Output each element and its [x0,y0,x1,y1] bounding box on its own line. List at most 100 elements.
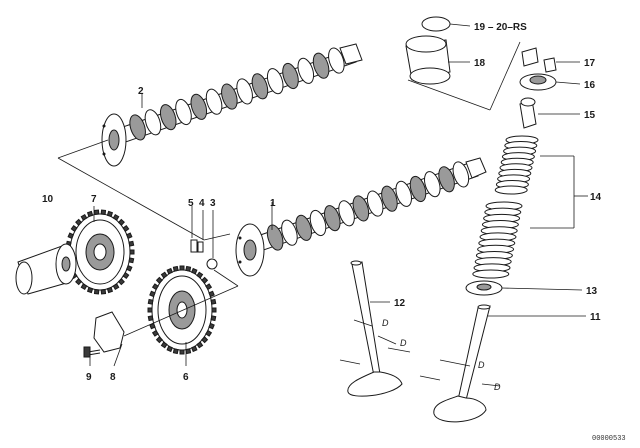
upper-sprocket-tooth [122,272,130,280]
lower-cam-lobe [352,195,370,222]
lower-sprocket-tooth [179,349,185,355]
lower-sprocket-tooth [190,345,198,353]
callout-12: 12 [394,298,406,309]
callout-1: 1 [270,198,276,209]
lower-sprocket-tooth [151,329,159,337]
spring-seat [465,280,503,296]
inner-spring-coil [472,269,510,279]
callout-14: 14 [590,192,602,203]
lower-sprocket-tooth [210,298,217,305]
upper-sprocket-tooth [75,218,83,226]
upper-cam-lobe [282,62,299,90]
upper-cam-lobe [175,98,192,126]
callout-11: 11 [590,312,601,323]
lower-sprocket-tooth [172,348,179,355]
lower-cam-lobe [295,214,312,241]
lower-cam-lobe [324,205,341,232]
upper-sprocket-tooth [122,224,130,232]
outer-spring-coil [494,185,528,195]
callout-17: 17 [584,58,596,69]
upper-sprocket-tooth [128,257,135,264]
upper-cam-lobe [236,78,253,105]
callout-19-20-rs: 19 – 20–RS [474,22,527,33]
upper-sprocket-tooth [125,264,133,272]
upper-sprocket-tooth [112,283,120,291]
lower-sprocket-tooth [196,271,204,279]
lower-sprocket-tooth [208,290,215,298]
callout-6: 6 [183,372,189,383]
upper-sprocket-tooth [67,232,75,240]
lower-sprocket-tooth [196,341,204,349]
lower-cam-lobe [266,224,284,251]
lower-cam-lobe [381,185,398,212]
callout-10: 10 [42,194,54,205]
lower-sprocket-tooth [151,283,159,291]
tappet-and-shim [405,16,451,85]
lower-sprocket-tooth [160,341,168,349]
lower-sprocket-tooth [205,329,213,337]
callout-3: 3 [210,198,216,209]
dim-mark-intake-head: D [400,338,407,348]
keepers-retainer-seal [519,47,557,129]
upper-sprocket-tooth [75,278,83,286]
upper-sprocket-tooth [117,218,125,226]
callout-13: 13 [586,286,598,297]
lower-sprocket-tooth [201,276,209,284]
lower-cam-lobe [366,190,384,217]
lower-cam-lobe [309,209,327,237]
lower-sprocket-tooth [147,315,154,322]
lower-cam-lobe [452,161,470,188]
lower-sprocket-tooth [160,271,168,279]
upper-cam-lobe [144,109,162,136]
upper-sprocket-tooth [86,210,94,218]
lower-cam-lobe [438,166,455,193]
lower-sprocket-tooth [166,267,174,275]
upper-sprocket-tooth [106,286,114,294]
callout-15: 15 [584,110,596,121]
intake-valve [347,260,403,397]
lower-sprocket-tooth [185,348,192,355]
callout-2: 2 [138,86,144,97]
leader-lines [57,23,588,367]
upper-cam-lobe [190,93,208,120]
dim-mark-intake-stem: D [382,318,389,328]
upper-cam-lobe [129,114,146,141]
upper-sprocket-tooth [100,289,107,295]
lower-sprocket-tooth [211,307,217,313]
lower-sprocket-tooth [179,265,185,271]
lower-sprocket-tooth [155,276,163,284]
dimension-marks: D D D D [339,318,501,392]
upper-cam-lobe [221,83,238,110]
upper-cam-lobe [328,47,345,74]
callout-8: 8 [110,372,116,383]
lower-cam-lobe [281,219,298,246]
upper-cam-lobe [251,73,269,100]
upper-cam-lobe [297,57,315,84]
upper-sprocket-tooth [117,278,125,286]
upper-cam-lobe [312,52,330,79]
upper-cam-lobe [205,88,223,115]
upper-sprocket-assembly [15,209,135,295]
upper-sprocket-tooth [80,283,88,291]
valve-springs [472,135,539,279]
lower-cam-lobe [424,171,441,198]
upper-sprocket-tooth [128,240,135,247]
lower-sprocket-assembly [83,265,217,358]
lower-sprocket-tooth [147,307,153,313]
upper-sprocket-tooth [112,213,120,221]
upper-cam-lobe [266,68,284,95]
callout-7: 7 [91,194,97,205]
drawing-reference-number: 00000533 [592,435,626,443]
callout-5: 5 [188,198,194,209]
upper-cam-lobe [159,104,177,131]
callout-4: 4 [199,198,205,209]
dim-mark-exhaust-stem: D [478,360,485,370]
lower-camshaft [235,157,487,277]
upper-sprocket-tooth [86,286,94,294]
lower-sprocket-tooth [185,265,192,272]
lower-cam-lobe [395,180,412,207]
upper-camshaft [101,43,363,167]
upper-sprocket-tooth [100,209,107,215]
